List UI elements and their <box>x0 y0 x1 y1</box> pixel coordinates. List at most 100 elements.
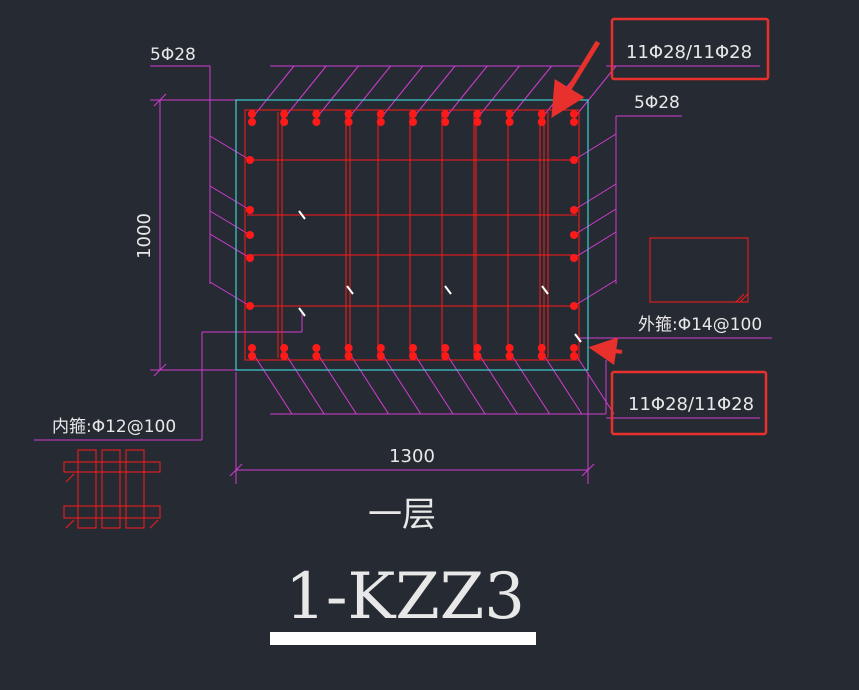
stirrup-hook <box>574 333 582 343</box>
rebar-bottom <box>376 352 385 360</box>
rebar-top <box>441 110 450 118</box>
stirrup-hook <box>346 285 354 295</box>
rebar-right <box>570 156 578 164</box>
leader-left-bar <box>209 135 251 161</box>
rebar-bottom <box>409 352 417 360</box>
width-dimension <box>229 372 595 484</box>
rebar-top <box>537 110 546 118</box>
inner-stirrup-hook <box>65 473 75 483</box>
rebar-top <box>376 110 385 118</box>
rebar-bottom <box>441 352 450 360</box>
hatch-bottom <box>283 351 325 415</box>
hatch-bottom <box>573 351 615 415</box>
hatch-bottom <box>251 351 293 415</box>
rebar-top <box>344 118 353 126</box>
highlight-box-top <box>610 17 770 81</box>
rebar-bottom <box>473 344 482 352</box>
label-bottom-right-bars: 11Φ28/11Φ28 <box>628 394 754 415</box>
leader-left-bar <box>209 185 251 211</box>
hatch-bottom <box>476 351 518 415</box>
rebar-right <box>570 206 578 214</box>
inner-stirrup-hook <box>65 519 75 529</box>
rebar-left <box>246 302 254 310</box>
stirrup-detail-outer <box>649 237 749 303</box>
leader-lines <box>34 65 772 441</box>
leader-left-bar <box>209 233 251 259</box>
leader-right-bar <box>573 133 617 161</box>
rebar-right <box>570 231 578 239</box>
hatch-bottom <box>444 351 486 415</box>
rebar-top <box>248 118 256 126</box>
rebar-right <box>570 302 578 310</box>
title-underline <box>270 632 536 645</box>
hatch-top <box>380 65 424 119</box>
inner-stirrup-horizontal <box>63 505 161 519</box>
hatch-top <box>251 65 295 119</box>
rebar-top <box>570 110 578 118</box>
stirrup-hook <box>444 285 452 295</box>
hatch-top <box>412 65 456 119</box>
rebar-bottom <box>344 344 353 352</box>
inner-stirrup-vertical <box>77 449 97 529</box>
height-dimension <box>150 93 236 377</box>
label-inner-stirrup: 内箍:Φ12@100 <box>52 417 176 437</box>
rebar-bottom <box>344 352 353 360</box>
rebar-bottom <box>473 352 482 360</box>
rebar-top <box>248 110 256 118</box>
rebar-bottom <box>280 344 289 352</box>
label-top-right-bars: 11Φ28/11Φ28 <box>626 42 752 63</box>
arrow-bottom <box>588 337 623 366</box>
rebar-top <box>409 118 417 126</box>
rebar-left <box>246 231 254 239</box>
rebar-left <box>246 156 254 164</box>
hatch-bottom <box>541 351 583 415</box>
hatch-bottom <box>315 351 357 415</box>
rebar-bottom <box>312 352 321 360</box>
stirrup-detail-inner <box>63 449 161 529</box>
stirrup-hook <box>298 210 306 220</box>
arrow-top <box>551 40 601 118</box>
rebar-top <box>280 118 289 126</box>
leader-right-bar <box>573 279 617 307</box>
rebar-top <box>409 110 417 118</box>
rebar-top <box>344 110 353 118</box>
rebar-bottom <box>280 352 289 360</box>
hatch-top <box>283 65 327 119</box>
label-top-left-bars: 5Φ28 <box>150 45 196 65</box>
longitudinal-bars <box>246 110 578 360</box>
rebar-bottom <box>570 352 578 360</box>
rebar-bottom <box>248 344 256 352</box>
inner-stirrup-vertical <box>101 449 121 529</box>
hatch-bottom <box>412 351 454 415</box>
stirrup-hook <box>541 285 549 295</box>
column-outline <box>235 99 589 371</box>
leader-left-bar <box>209 210 251 236</box>
label-height-dimension: 1000 <box>134 213 155 259</box>
hatch-top <box>348 65 391 119</box>
rebar-top <box>441 118 450 126</box>
rebar-top <box>505 118 514 126</box>
rebar-bottom <box>248 352 256 360</box>
hatch-bottom <box>509 351 551 415</box>
rebar-top <box>537 118 546 126</box>
inner-stirrup-hook <box>149 519 159 529</box>
leader-right-bar <box>573 208 617 236</box>
label-outer-stirrup: 外箍:Φ14@100 <box>638 315 762 335</box>
rebar-left <box>246 254 254 262</box>
rebar-top <box>312 118 321 126</box>
rebar-top <box>570 118 578 126</box>
hatch-top <box>316 65 359 119</box>
leader-right-bar <box>573 231 617 259</box>
label-right-side-bars: 5Φ28 <box>634 93 680 113</box>
hatch-top <box>444 65 488 119</box>
rebar-right <box>570 254 578 262</box>
rebar-left <box>246 206 254 214</box>
floor-title: 一层 <box>368 495 436 535</box>
rebar-bottom <box>312 344 321 352</box>
hatch-bottom <box>348 351 390 415</box>
label-width-dimension: 1300 <box>389 446 435 467</box>
rebar-bottom <box>376 344 385 352</box>
highlight-box-bottom <box>610 370 768 436</box>
rebar-top <box>280 110 289 118</box>
hatch-top <box>509 65 552 119</box>
